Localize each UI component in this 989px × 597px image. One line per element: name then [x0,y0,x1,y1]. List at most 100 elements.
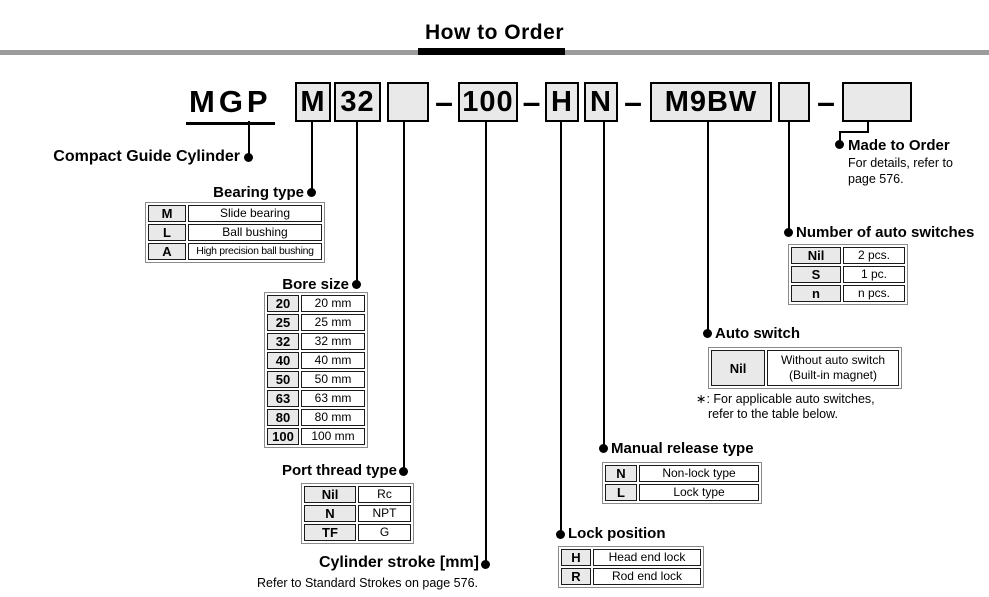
table-row: 25 25 mm [267,314,365,331]
port-thread-type-table: Nil Rc N NPT TF G [301,483,414,544]
desc-cell: Head end lock [593,549,701,566]
table-row: A High precision ball bushing [148,243,322,260]
bullet-dot [352,280,361,289]
connector-line [560,121,562,535]
table-row: Nil 2 pcs. [791,247,905,264]
table-row: Nil Without auto switch (Built-in magnet… [711,350,899,386]
table-row: Nil Rc [304,486,411,503]
code-cell: R [561,568,591,585]
page-title: How to Order [424,21,564,44]
made-to-order-heading: Made to Order [848,137,950,154]
table-row: S 1 pc. [791,266,905,283]
auto-switch-heading: Auto switch [715,325,800,342]
desc-cell: Rc [358,486,411,503]
desc-cell: Without auto switch (Built-in magnet) [767,350,899,386]
port-thread-type-heading: Port thread type [281,462,397,479]
desc-cell: 32 mm [301,333,365,350]
code-cell: 32 [267,333,299,350]
code-cell: 63 [267,390,299,407]
dash: – [435,83,453,120]
connector-line [707,121,709,334]
connector-line [485,121,487,565]
manual-release-type-heading: Manual release type [611,440,754,457]
auto-switch-code-box: M9BW [650,82,772,122]
bearing-type-table: M Slide bearing L Ball bushing A High pr… [145,202,325,263]
bullet-dot [481,560,490,569]
desc-line: Without auto switch [780,353,886,367]
release-code-box: N [584,82,618,122]
table-row: L Lock type [605,484,759,501]
compact-guide-cylinder-label: Compact Guide Cylinder [53,148,240,165]
code-cell: A [148,243,186,260]
made-to-order-code-box [842,82,912,122]
desc-cell: n pcs. [843,285,905,302]
code-cell: L [605,484,637,501]
made-to-order-note-line1: For details, refer to [848,156,953,170]
table-row: n n pcs. [791,285,905,302]
table-row: R Rod end lock [561,568,701,585]
stroke-code-box: 100 [458,82,518,122]
connector-line [248,121,250,157]
title-underline [418,48,565,55]
desc-cell: 20 mm [301,295,365,312]
code-cell: Nil [304,486,356,503]
desc-cell: Lock type [639,484,759,501]
bullet-dot [784,228,793,237]
table-row: L Ball bushing [148,224,322,241]
code-cell: L [148,224,186,241]
table-row: TF G [304,524,411,541]
table-row: H Head end lock [561,549,701,566]
cylinder-stroke-heading: Cylinder stroke [mm] [318,554,479,571]
bullet-dot [835,140,844,149]
connector-line [356,121,358,285]
desc-cell: NPT [358,505,411,522]
table-row: N NPT [304,505,411,522]
table-row: 40 40 mm [267,352,365,369]
desc-line: (Built-in magnet) [788,368,878,382]
bullet-dot [703,329,712,338]
switch-qty-code-box [778,82,810,122]
part-number-prefix: MGP [186,84,275,125]
desc-cell: 100 mm [301,428,365,445]
code-cell: 80 [267,409,299,426]
connector-line [403,121,405,472]
code-cell: M [148,205,186,222]
table-row: M Slide bearing [148,205,322,222]
lock-position-table: H Head end lock R Rod end lock [558,546,704,588]
code-cell: 100 [267,428,299,445]
code-cell: TF [304,524,356,541]
desc-cell: Slide bearing [188,205,322,222]
connector-line [839,131,841,142]
code-cell: S [791,266,841,283]
code-cell: N [304,505,356,522]
auto-switch-note-line2: refer to the table below. [708,407,838,421]
desc-cell: Non-lock type [639,465,759,482]
connector-line [839,131,869,133]
bullet-dot [556,530,565,539]
code-cell: 25 [267,314,299,331]
code-cell: 50 [267,371,299,388]
table-row: N Non-lock type [605,465,759,482]
code-cell: H [561,549,591,566]
connector-line [603,121,605,449]
code-cell: Nil [791,247,841,264]
desc-cell: 40 mm [301,352,365,369]
connector-line [867,121,869,133]
desc-cell: 25 mm [301,314,365,331]
port-code-box [387,82,429,122]
desc-cell: 1 pc. [843,266,905,283]
cylinder-stroke-note: Refer to Standard Strokes on page 576. [257,576,478,590]
bullet-dot [244,153,253,162]
bullet-dot [399,467,408,476]
desc-cell: High precision ball bushing [188,243,322,260]
code-cell: 40 [267,352,299,369]
desc-cell: G [358,524,411,541]
desc-cell: 50 mm [301,371,365,388]
desc-cell: Rod end lock [593,568,701,585]
table-row: 32 32 mm [267,333,365,350]
table-row: 80 80 mm [267,409,365,426]
dash: – [522,83,541,120]
lock-position-heading: Lock position [568,525,666,542]
connector-line [311,121,313,192]
